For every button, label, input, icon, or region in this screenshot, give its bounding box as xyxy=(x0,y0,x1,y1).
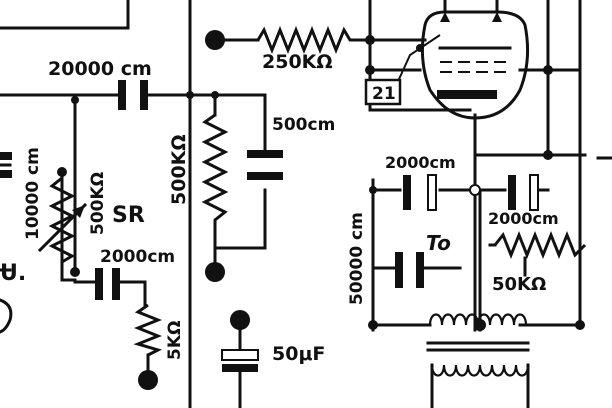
resistor-500k-sr xyxy=(48,176,76,268)
transformer-secondary-coil xyxy=(430,364,530,377)
capacitor-to-plate-a xyxy=(395,252,403,288)
junction-dot xyxy=(368,320,378,330)
capacitor-20000-plate-a xyxy=(118,80,126,110)
tube-pin-arrow-1 xyxy=(440,12,450,22)
wire-370-down xyxy=(368,38,472,112)
junction-dot xyxy=(186,91,194,99)
junction-dot xyxy=(211,91,219,99)
label-tag-21: 21 xyxy=(372,84,396,104)
resistor-250k xyxy=(256,25,355,55)
label-u: U. xyxy=(0,261,26,286)
wire-500cm-bottom xyxy=(213,188,267,250)
resistor-500k-vertical xyxy=(201,113,229,225)
tag-box xyxy=(364,78,402,106)
capacitors xyxy=(0,80,539,372)
edge-circle-fragment xyxy=(0,298,13,334)
wire-tag-leader xyxy=(394,34,441,89)
tube-pin-arrow-2 xyxy=(492,12,502,22)
label-c-20000: 20000 cm xyxy=(48,58,152,80)
vacuum-tube xyxy=(416,10,530,120)
capacitor-2000-right-plate-a xyxy=(403,175,411,210)
label-r-5k: 5KΩ xyxy=(165,321,185,360)
junctions xyxy=(57,30,585,390)
capacitor-50uf-plate-a xyxy=(221,349,259,361)
junction-dot xyxy=(70,267,80,277)
junction-dot xyxy=(543,150,553,160)
label-r-250k: 250KΩ xyxy=(262,51,333,73)
wire-2000-lower-right xyxy=(118,280,147,307)
junction-dot xyxy=(369,186,377,194)
label-c-500: 500cm xyxy=(272,115,335,135)
wire-topleft-box xyxy=(0,0,130,30)
capacitor-2000-lower-plate-a xyxy=(95,268,103,300)
capacitor-10000-plate-a xyxy=(0,152,12,160)
capacitor-2000-lower-plate-b xyxy=(112,268,120,300)
capacitor-500-plate-b xyxy=(247,172,283,180)
wire-plate-top xyxy=(473,113,587,157)
junction-dot xyxy=(365,35,375,45)
label-r-500k-vertical: 500KΩ xyxy=(168,134,190,205)
capacitor-2000-right2-plate-b xyxy=(529,174,539,211)
capacitor-50uf-plate-b xyxy=(222,364,258,372)
label-r-500k-sr: 500KΩ xyxy=(88,172,108,235)
transformer-primary-coil xyxy=(428,313,528,326)
wire-sr-vertical xyxy=(60,168,77,282)
junction-dot xyxy=(575,320,585,330)
tube-grid-junction xyxy=(416,44,424,52)
capacitor-500-plate-a xyxy=(247,150,283,158)
label-c-50uf: 50μF xyxy=(272,343,325,365)
capacitor-2000-right2-plate-a xyxy=(508,175,516,210)
potentiometer-arrowhead xyxy=(72,205,85,218)
terminal-5k-bottom xyxy=(138,370,158,390)
labels: 20000 cm 250KΩ 21 500cm 500KΩ 10000 cm 5… xyxy=(0,51,559,365)
capacitor-to-plate-b xyxy=(416,252,424,288)
junction-dot xyxy=(71,96,79,104)
junction-dot xyxy=(57,167,67,177)
label-c-50000: 50000 cm xyxy=(347,212,367,305)
label-r-50k: 50KΩ xyxy=(492,274,546,295)
resistors xyxy=(37,25,587,357)
junction-dot xyxy=(543,65,553,75)
terminal-500k-bottom xyxy=(205,262,225,282)
tube-envelope xyxy=(420,10,530,120)
label-c-2000-lower: 2000cm xyxy=(100,247,175,267)
transformer xyxy=(426,313,530,408)
label-sr: SR xyxy=(112,203,145,228)
capacitor-20000-plate-b xyxy=(140,80,148,110)
junction-dot xyxy=(365,65,375,75)
terminal-50uf-top xyxy=(230,310,250,330)
wire-250k-right xyxy=(353,0,372,42)
terminal-top xyxy=(205,30,225,50)
resistor-5k xyxy=(133,303,163,357)
resistor-50k xyxy=(493,230,587,260)
tube-cathode xyxy=(437,90,497,99)
label-to: To xyxy=(426,231,451,255)
label-c-2000-right2: 2000cm xyxy=(488,209,559,228)
junction-open-dot xyxy=(469,184,481,196)
junction-dot xyxy=(474,319,486,331)
capacitor-10000-plate-b xyxy=(0,170,12,178)
label-c-2000-right: 2000cm xyxy=(385,153,456,172)
capacitor-2000-right-plate-b xyxy=(427,174,437,211)
label-c-10000: 10000 cm xyxy=(23,147,43,240)
